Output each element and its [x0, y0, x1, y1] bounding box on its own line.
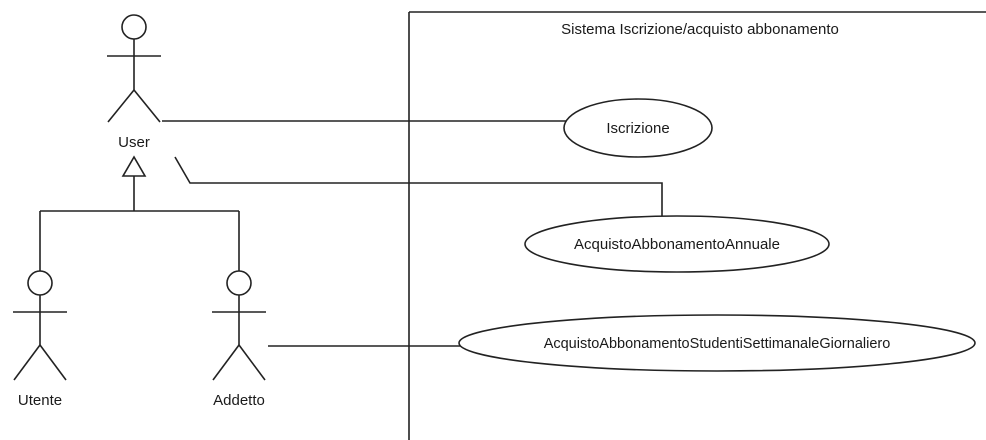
- actor-utente-label: Utente: [18, 392, 62, 409]
- actor-utente: [13, 270, 67, 381]
- usecase-iscrizione: [563, 98, 713, 158]
- system-boundary: [408, 11, 986, 440]
- usecase-iscrizione-label: Iscrizione: [606, 120, 669, 137]
- actor-user: [107, 14, 161, 123]
- actor-user-label: User: [118, 134, 150, 151]
- actor-addetto-label: Addetto: [213, 392, 265, 409]
- generalization-arrow: [39, 155, 240, 271]
- association-user-annuale: [174, 156, 663, 230]
- actor-addetto: [212, 270, 266, 381]
- system-title: Sistema Iscrizione/acquisto abbonamento: [561, 21, 839, 38]
- usecase-studenti: [458, 314, 976, 372]
- usecase-annuale-label: AcquistoAbbonamentoAnnuale: [574, 236, 780, 253]
- usecase-studenti-label: AcquistoAbbonamentoStudentiSettimanaleGi…: [544, 336, 891, 352]
- usecase-annuale: [524, 215, 830, 273]
